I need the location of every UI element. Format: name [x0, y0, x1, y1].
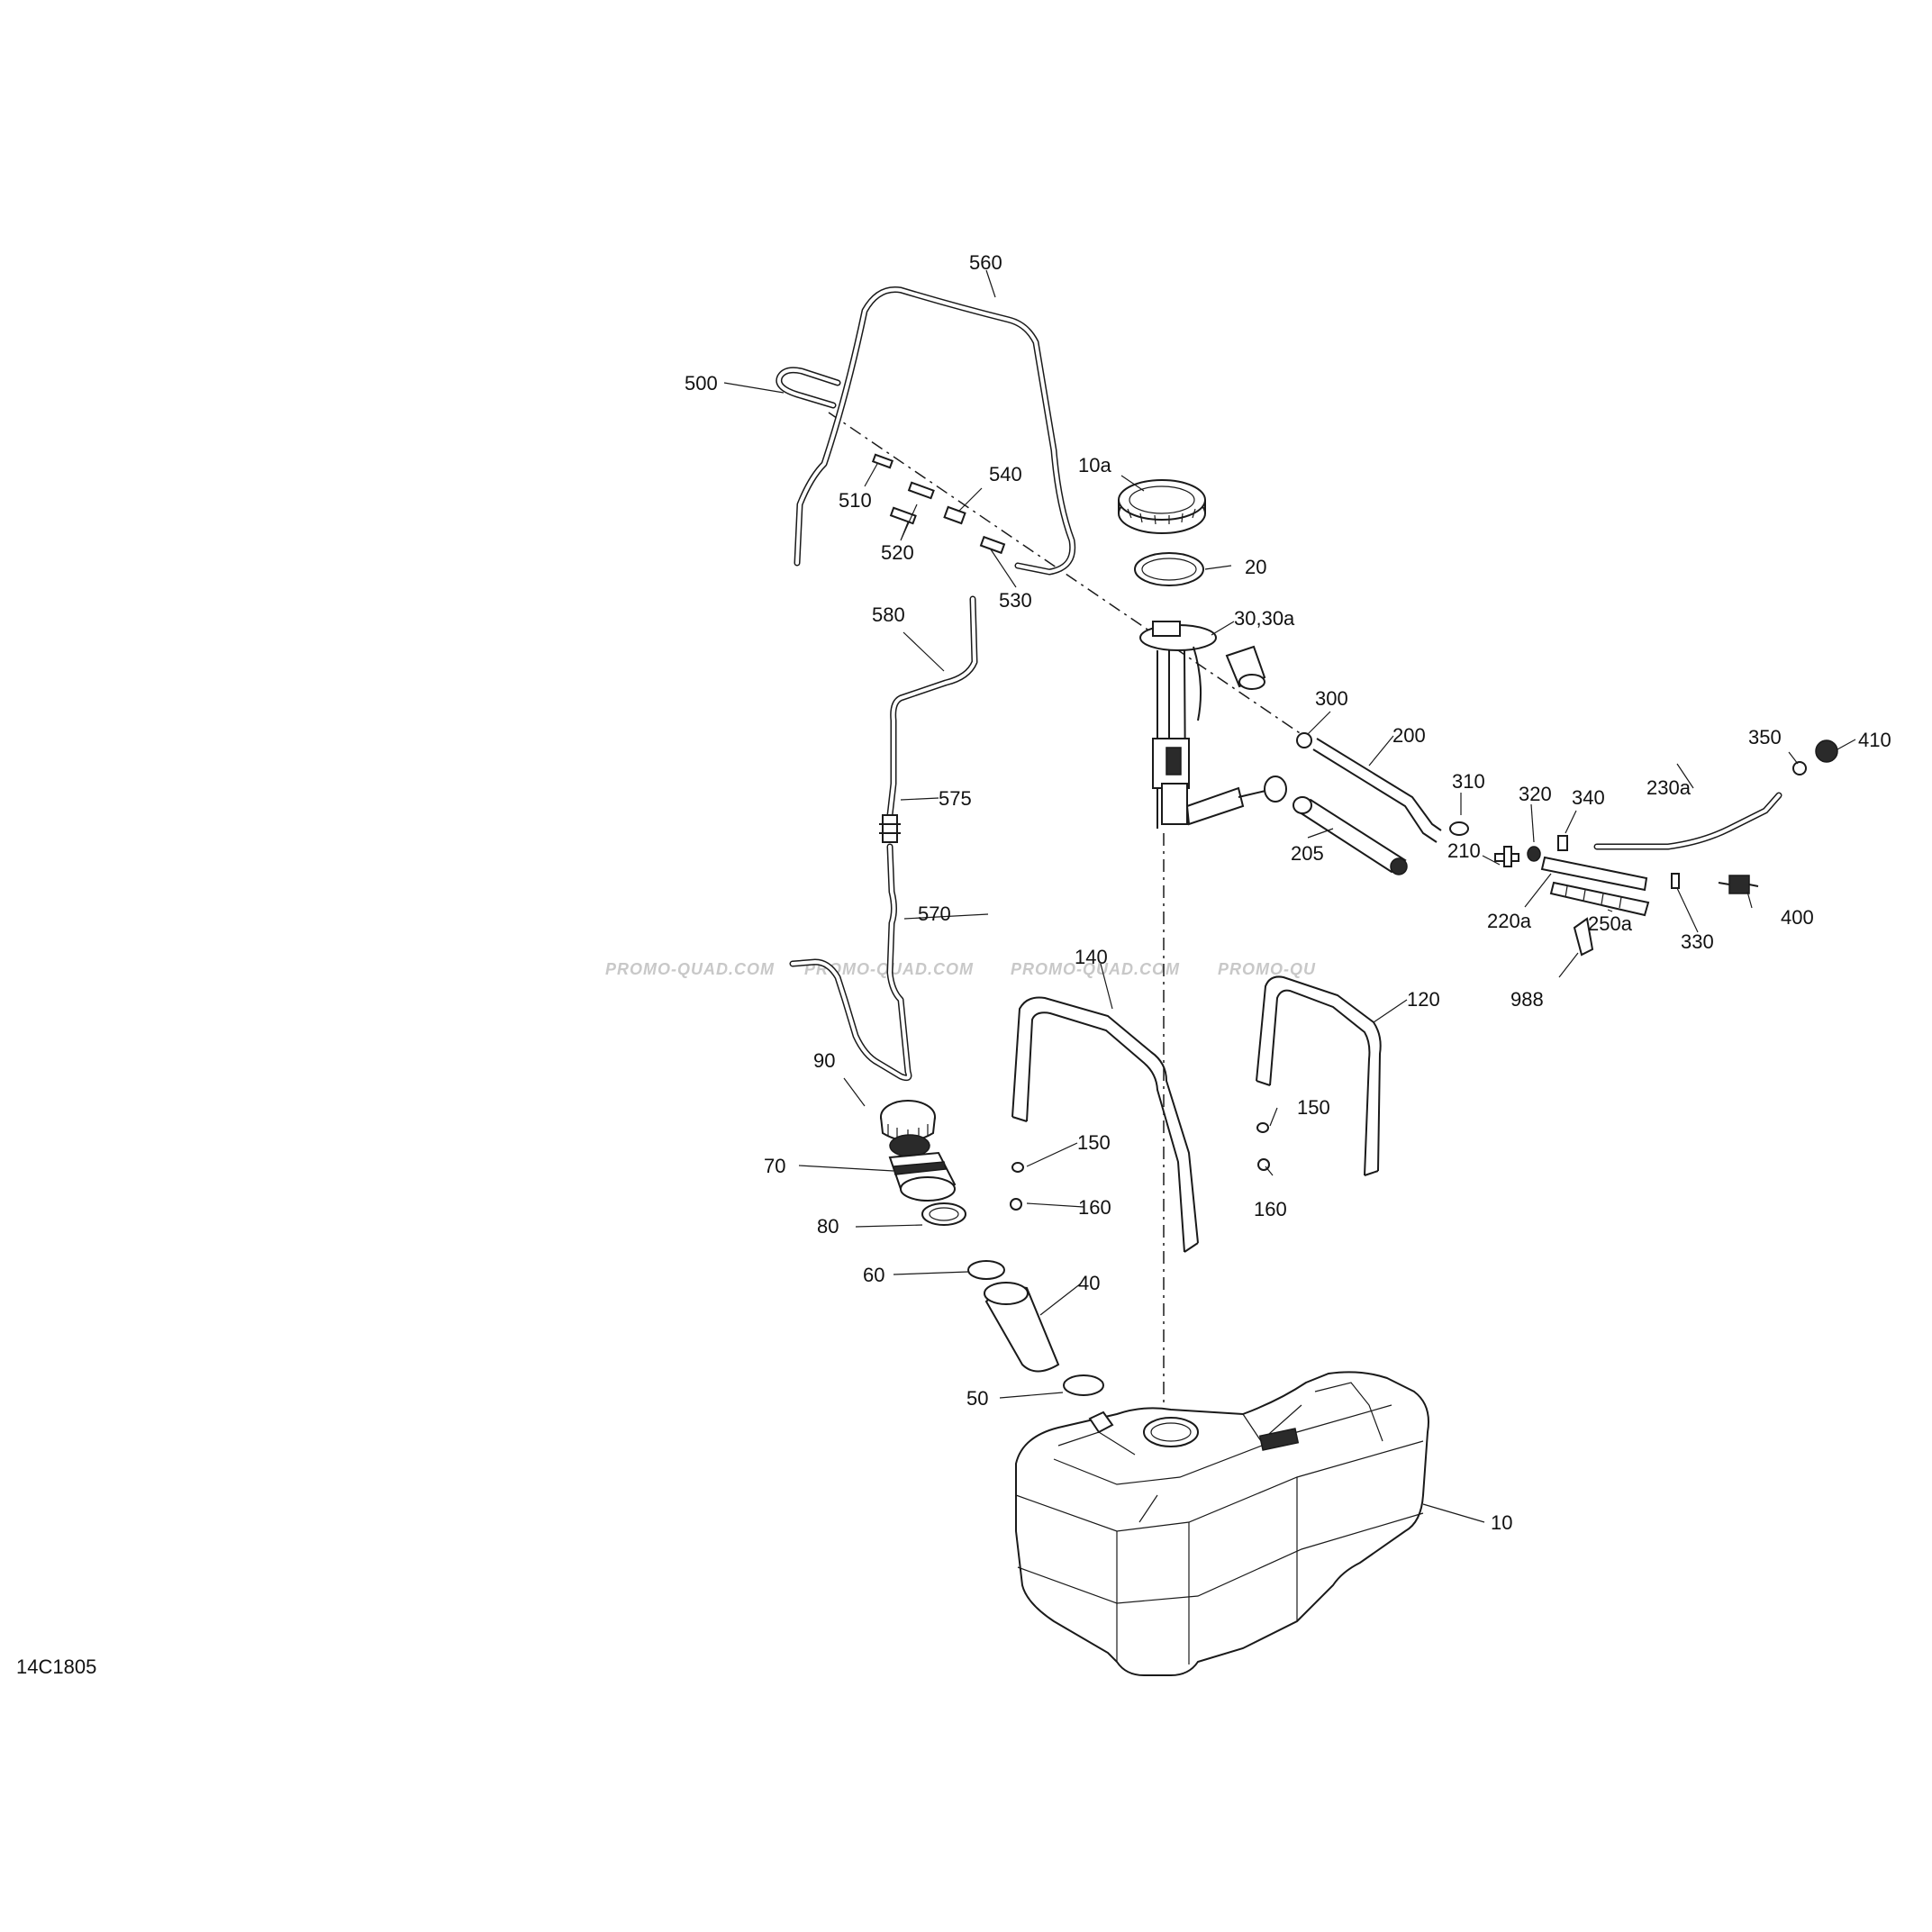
fitting-330 — [1671, 873, 1680, 889]
clip-340 — [1557, 835, 1568, 851]
fitting-210 — [1494, 846, 1519, 867]
watermark-1: PROMO-QUAD.COM — [605, 960, 775, 978]
callout-160-right: 160 — [1254, 1198, 1287, 1220]
callout-210: 210 — [1447, 839, 1481, 862]
washer-150-right — [1256, 1122, 1269, 1133]
callout-30-30a: 30,30a — [1234, 607, 1295, 630]
callout-10a: 10a — [1078, 454, 1111, 476]
connector-575 — [879, 814, 901, 843]
tube-200 — [1312, 738, 1442, 843]
callout-570: 570 — [918, 903, 951, 925]
filler-hose-40 — [984, 1282, 1060, 1373]
hose-220a — [1540, 856, 1648, 892]
hose-580 — [886, 595, 978, 819]
lock-ring-10a — [1118, 479, 1206, 534]
fuel-pump-module-30 — [1139, 621, 1287, 829]
callout-520: 520 — [881, 541, 914, 564]
cap-410 — [1815, 739, 1838, 763]
callout-80: 80 — [817, 1215, 839, 1238]
hose-570 — [789, 843, 912, 1082]
callout-90: 90 — [813, 1049, 835, 1072]
fitting-530 — [979, 535, 1006, 555]
hose-250a — [1549, 881, 1650, 917]
callout-230a: 230a — [1646, 776, 1692, 799]
strap-120 — [1256, 975, 1382, 1176]
gasket-20 — [1134, 552, 1204, 586]
fitting-540 — [943, 505, 966, 525]
watermark-3: PROMO-QUAD.COM — [1011, 960, 1180, 978]
washers-and-nuts — [1010, 1122, 1270, 1211]
leader-lines — [723, 269, 1856, 1523]
watermark-4: PROMO-QU — [1218, 960, 1316, 978]
strap-140 — [1011, 996, 1199, 1253]
nut-160-left — [1010, 1198, 1022, 1211]
fuel-cap-90 — [880, 1100, 936, 1144]
callout-250a: 250a — [1588, 912, 1633, 935]
callout-220a: 220a — [1487, 910, 1532, 932]
fitting-510 — [871, 453, 894, 469]
callout-540: 540 — [989, 463, 1022, 485]
u-hose-500 — [776, 367, 841, 409]
callout-50: 50 — [966, 1387, 988, 1410]
callout-60: 60 — [863, 1264, 884, 1286]
callout-70: 70 — [764, 1155, 785, 1177]
callout-500: 500 — [685, 372, 718, 395]
tube-205 — [1293, 796, 1408, 875]
watermark-row: PROMO-QUAD.COM PROMO-QUAD.COM PROMO-QUAD… — [605, 960, 1316, 978]
callout-530: 530 — [999, 589, 1032, 612]
ring-310 — [1449, 821, 1469, 836]
callout-330: 330 — [1681, 930, 1714, 953]
clamp-50 — [1063, 1374, 1104, 1396]
callout-410: 410 — [1858, 729, 1891, 751]
axis-line-upper — [828, 412, 1311, 741]
callout-510: 510 — [839, 489, 872, 512]
ring-80 — [921, 1202, 966, 1226]
valve-400 — [1718, 875, 1759, 894]
callout-580: 580 — [872, 603, 905, 626]
callout-40: 40 — [1078, 1272, 1100, 1294]
filter-sock — [1225, 645, 1266, 690]
callout-200: 200 — [1392, 724, 1426, 747]
grommet-300 — [1296, 732, 1312, 748]
callout-150-right: 150 — [1297, 1096, 1330, 1119]
callout-310: 310 — [1452, 770, 1485, 793]
callout-160-left: 160 — [1078, 1196, 1111, 1219]
diagram-code: 14C1805 — [16, 1655, 96, 1678]
fitting-520-a — [907, 481, 935, 500]
callout-300: 300 — [1315, 687, 1348, 710]
callout-labels: 560 500 510 540 520 530 10a 20 30,30a 58… — [685, 251, 1891, 1534]
vent-hose-560 — [794, 286, 1076, 576]
callout-575: 575 — [939, 787, 972, 810]
callout-560: 560 — [969, 251, 1002, 274]
ring-320 — [1527, 846, 1541, 862]
fuel-tank-10 — [1015, 1371, 1429, 1676]
callout-10: 10 — [1491, 1511, 1512, 1534]
clip-988 — [1573, 917, 1594, 957]
callout-20: 20 — [1245, 556, 1266, 578]
clamp-60 — [967, 1260, 1005, 1280]
callout-150-left: 150 — [1077, 1131, 1111, 1154]
washer-150-left — [1011, 1162, 1024, 1173]
callout-340: 340 — [1572, 786, 1605, 809]
callout-120: 120 — [1407, 988, 1440, 1011]
callout-140: 140 — [1075, 946, 1108, 968]
fitting-520-b — [889, 506, 917, 525]
hose-230a — [1593, 792, 1782, 850]
callout-988: 988 — [1510, 988, 1544, 1011]
callout-205: 205 — [1291, 842, 1324, 865]
cap-350 — [1792, 761, 1807, 776]
callout-350: 350 — [1748, 726, 1782, 748]
filler-neck-70 — [888, 1134, 957, 1202]
callout-320: 320 — [1519, 783, 1552, 805]
vent-fittings — [871, 453, 1006, 555]
callout-400: 400 — [1781, 906, 1814, 929]
assembly-axis-lines — [828, 412, 1311, 1405]
